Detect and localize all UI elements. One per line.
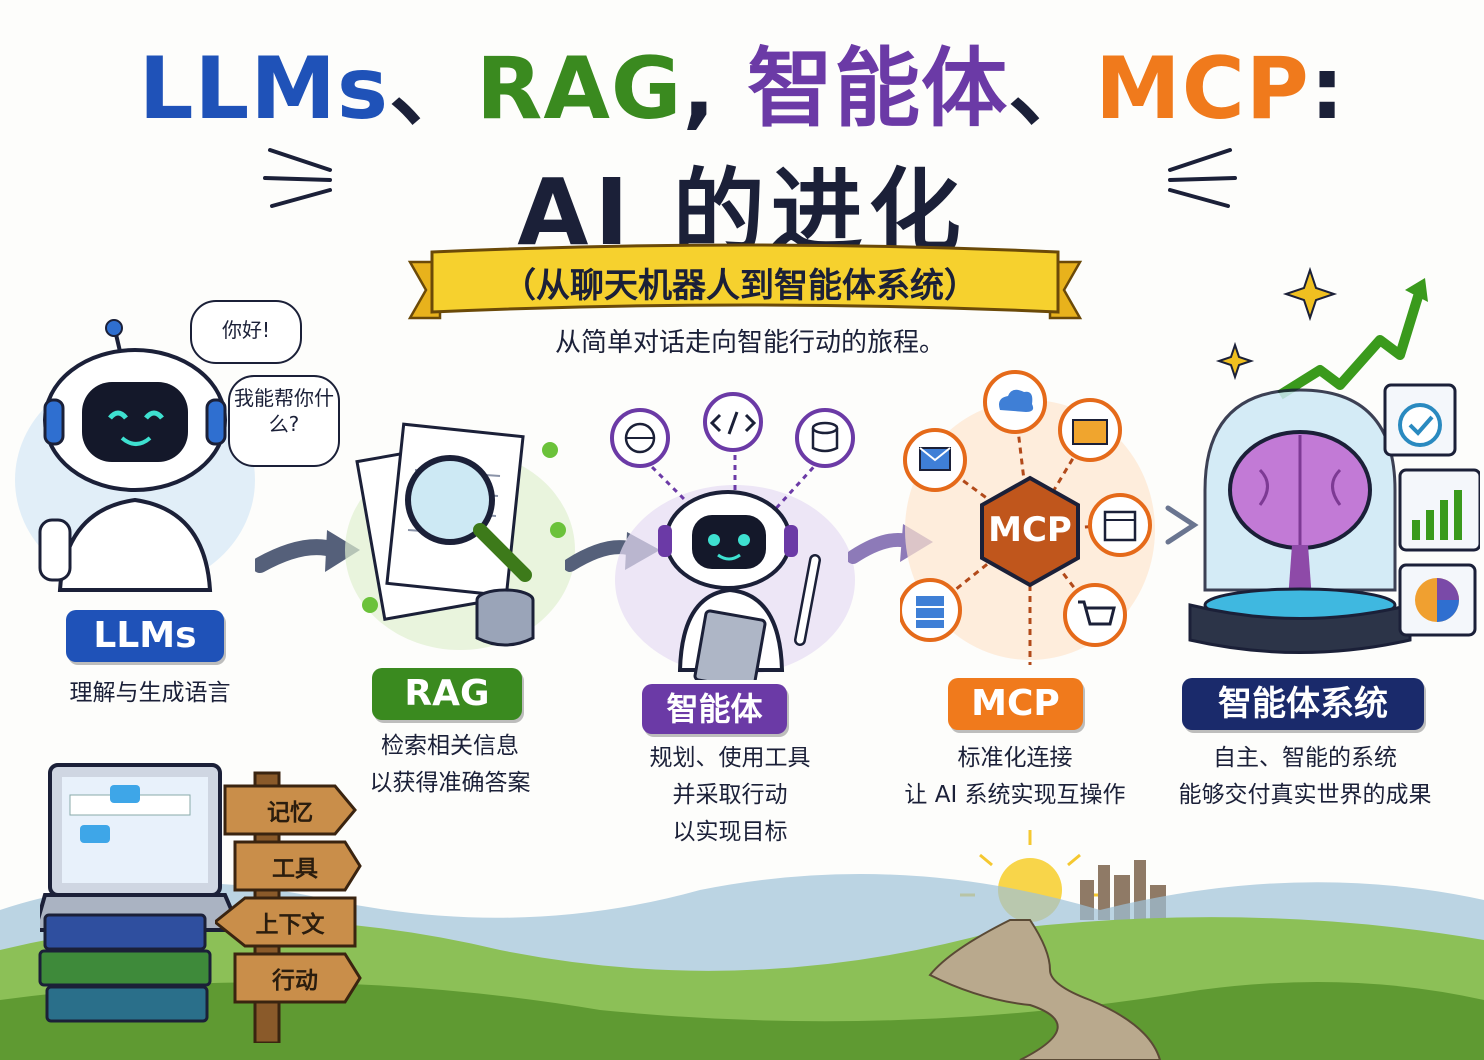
title-part-colon: : bbox=[1309, 39, 1346, 139]
stage-desc-agent: 规划、使用工具 并采取行动 以实现目标 bbox=[620, 740, 840, 851]
rag-document-icon bbox=[345, 422, 575, 650]
desc-line: 规划、使用工具 bbox=[649, 745, 811, 771]
checkmark-icon bbox=[1383, 383, 1457, 457]
database-icon bbox=[795, 408, 855, 468]
bar-chart-icon bbox=[1398, 468, 1480, 552]
stage-desc-llms: 理解与生成语言 bbox=[40, 675, 260, 712]
stage-desc-agentic-system: 自主、智能的系统 能够交付真实世界的成果 bbox=[1150, 740, 1460, 814]
database-icon bbox=[475, 588, 535, 647]
code-icon bbox=[703, 392, 763, 452]
title-part-agent: 智能体 bbox=[747, 39, 1009, 139]
desc-line: 标准化连接 bbox=[957, 745, 1073, 771]
stage-desc-mcp: 标准化连接 让 AI 系统实现互操作 bbox=[880, 740, 1150, 814]
desc-line: 检索相关信息 bbox=[381, 733, 519, 759]
signpost-memory: 记忆 bbox=[267, 800, 313, 826]
sparkle-icon bbox=[1215, 266, 1338, 381]
stage-desc-rag: 检索相关信息 以获得准确答案 bbox=[340, 728, 560, 802]
bubble-hello-text: 你好! bbox=[221, 318, 271, 342]
signpost-action: 行动 bbox=[272, 968, 318, 994]
desc-line: 以获得准确答案 bbox=[369, 770, 531, 796]
title-part-sep2: , bbox=[682, 39, 748, 139]
book-icon bbox=[38, 913, 212, 1023]
pie-chart-icon bbox=[1398, 563, 1477, 637]
title-part-sep1: 、 bbox=[389, 39, 477, 139]
server-icon bbox=[900, 578, 962, 642]
stage-label-agentic-system: 智能体系统 bbox=[1182, 678, 1424, 730]
desc-line: 自主、智能的系统 bbox=[1213, 745, 1397, 771]
llm-robot-icon bbox=[15, 319, 255, 592]
title-part-llms: LLMs bbox=[138, 39, 390, 139]
title-part-sep3: 、 bbox=[1008, 39, 1096, 139]
landscape-road-scene bbox=[0, 830, 1484, 1060]
brain-icon bbox=[1228, 430, 1372, 600]
magnifier-icon bbox=[405, 455, 495, 545]
signpost-tools: 工具 bbox=[272, 856, 318, 882]
mail-icon bbox=[903, 428, 967, 492]
desc-line: 让 AI 系统实现互操作 bbox=[904, 782, 1126, 808]
cloud-icon bbox=[983, 370, 1047, 434]
agent-robot-icon bbox=[610, 392, 855, 680]
tagline: 从简单对话走向智能行动的旅程。 bbox=[554, 328, 945, 358]
emphasis-lines-left-icon bbox=[263, 148, 332, 208]
globe-icon bbox=[610, 408, 670, 468]
folder-icon bbox=[1058, 398, 1122, 462]
emphasis-lines-right-icon bbox=[1168, 148, 1237, 208]
cart-icon bbox=[1063, 583, 1127, 647]
clipboard-icon bbox=[693, 609, 767, 680]
bubble-help-text: 我能帮你什么? bbox=[234, 386, 334, 436]
desc-line: 理解与生成语言 bbox=[69, 680, 231, 706]
desc-line: 并采取行动 bbox=[672, 782, 788, 808]
stage-label-mcp: MCP bbox=[948, 678, 1083, 730]
agentic-system-illustration bbox=[1188, 266, 1480, 654]
calendar-icon bbox=[1088, 493, 1152, 557]
chevron-right-icon bbox=[1165, 505, 1199, 545]
speech-bubble-help: 我能帮你什么? bbox=[228, 375, 340, 467]
signpost-context: 上下文 bbox=[255, 912, 325, 938]
desc-line: 以实现目标 bbox=[672, 819, 788, 845]
title-part-rag: RAG bbox=[476, 39, 683, 139]
laptop-icon bbox=[40, 763, 240, 932]
stage-label-rag: RAG bbox=[372, 668, 522, 720]
title-part-mcp: MCP bbox=[1095, 39, 1310, 139]
subtitle: （从聊天机器人到智能体系统） bbox=[502, 266, 978, 306]
stage-label-llms: LLMs bbox=[66, 610, 224, 662]
title-line-1: LLMs、RAG, 智能体、MCP: bbox=[0, 18, 1484, 143]
arrow-right-icon bbox=[255, 530, 360, 573]
mcp-hub-label: MCP bbox=[988, 510, 1072, 550]
mcp-hub-diagram bbox=[900, 370, 1155, 665]
desc-line: 能够交付真实世界的成果 bbox=[1178, 782, 1432, 808]
subtitle-ribbon bbox=[407, 243, 1083, 320]
stage-label-agent: 智能体 bbox=[642, 684, 787, 734]
speech-bubble-hello: 你好! bbox=[190, 300, 302, 364]
signpost-icon bbox=[215, 771, 362, 1043]
